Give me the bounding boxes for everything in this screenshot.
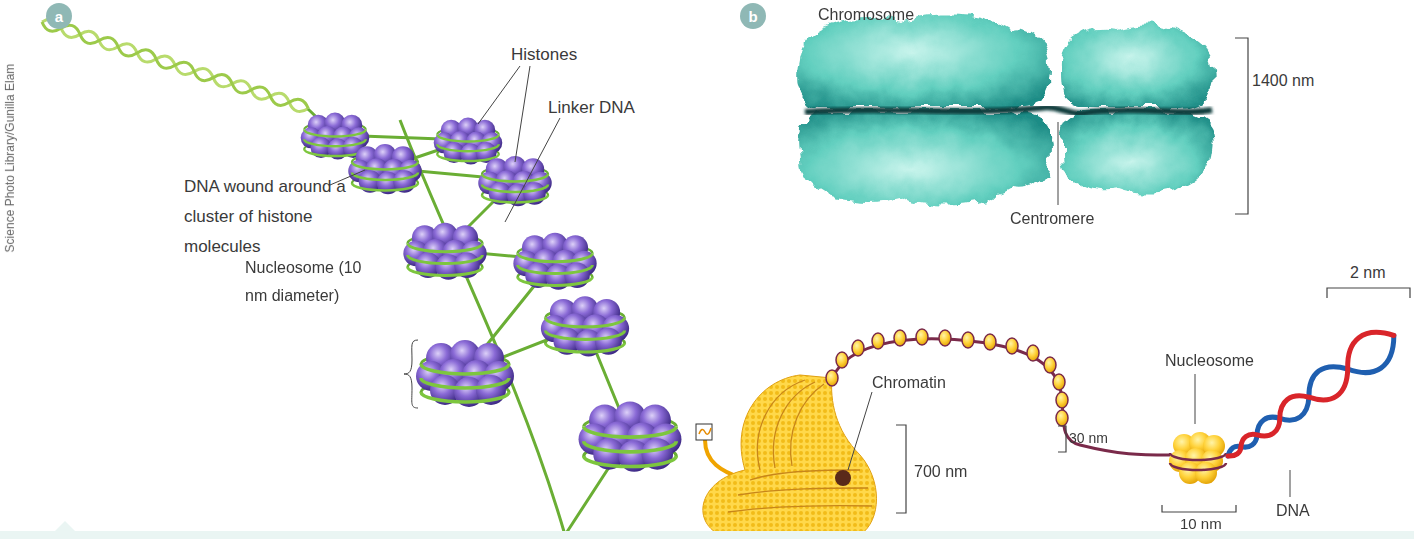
- dimension-brackets: [896, 288, 1410, 513]
- linker-dna: [308, 109, 630, 535]
- dna-helix: [40, 16, 310, 114]
- part-label: Nucleosome: [1165, 350, 1275, 372]
- leader-lines: [848, 374, 1290, 497]
- dimension-label: 2 nm: [1350, 262, 1410, 284]
- dimension-label: 1400 nm: [1252, 70, 1332, 92]
- part-label: Chromosome: [818, 4, 938, 26]
- panel-badge: b: [740, 3, 766, 29]
- leader-line: [1058, 122, 1059, 205]
- leader-lines: [330, 66, 560, 408]
- dimension-bracket: [1235, 38, 1248, 214]
- caption-band: [0, 531, 1414, 539]
- part-label: DNA wound around a cluster of histone mo…: [184, 172, 356, 261]
- part-label: Centromere: [1010, 208, 1120, 230]
- image-credit: Science Photo Library/Gunilla Elam: [2, 3, 18, 313]
- panel-letter: a: [55, 8, 63, 25]
- part-label: DNA: [1276, 500, 1326, 522]
- panel-badge: a: [46, 3, 72, 29]
- part-label: Linker DNA: [548, 97, 658, 120]
- caption-pointer: [55, 521, 75, 531]
- part-label: Nucleosome (10 nm diameter): [245, 254, 369, 310]
- chromatin: [696, 329, 1170, 535]
- part-label: Histones: [511, 44, 611, 67]
- chromatid-groove: [805, 107, 1212, 113]
- nucleosome-chain: [301, 113, 682, 472]
- linker-dna: [400, 120, 565, 535]
- part-label: Chromatin: [872, 372, 972, 394]
- panel-letter: b: [748, 8, 757, 25]
- dimension-label: 700 nm: [914, 461, 984, 483]
- dna-double-helix: [1217, 320, 1405, 471]
- dimension-label: 10 nm: [1180, 514, 1240, 534]
- dimension-label: 30 nm: [1069, 429, 1129, 448]
- chromosome: [798, 14, 1214, 205]
- nucleosome: [1169, 432, 1226, 484]
